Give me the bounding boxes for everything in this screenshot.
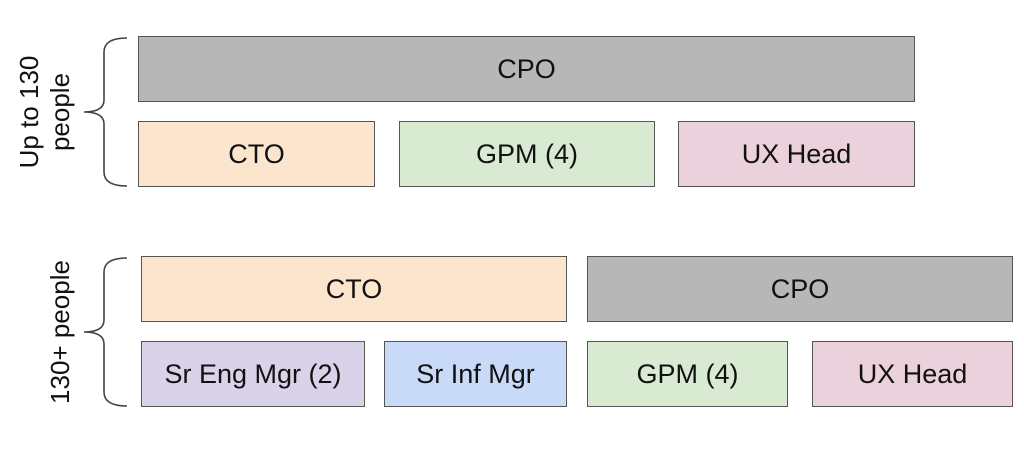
gpm-box-large: GPM (4)	[587, 341, 788, 407]
ux-head-box: UX Head	[678, 121, 915, 187]
group-label-130-plus: 130+ people	[45, 242, 77, 422]
sr-eng-mgr-label: Sr Eng Mgr (2)	[164, 358, 342, 389]
ux-head-label: UX Head	[741, 138, 852, 169]
ux-head-label-large: UX Head	[857, 358, 968, 389]
cto-label: CTO	[228, 138, 285, 169]
sr-inf-mgr-label: Sr Inf Mgr	[416, 358, 535, 389]
group-label-up-to-130: Up to 130 people	[14, 42, 76, 182]
cto-box-large: CTO	[141, 256, 567, 322]
cpo-label-large: CPO	[770, 273, 830, 304]
group-label-text: 130+ people	[45, 260, 75, 404]
brace-large-group	[83, 257, 128, 407]
cto-label-large: CTO	[325, 273, 383, 304]
gpm-box: GPM (4)	[399, 121, 655, 187]
sr-eng-mgr-box: Sr Eng Mgr (2)	[141, 341, 365, 407]
cto-box: CTO	[138, 121, 375, 187]
brace-small-group	[83, 37, 128, 187]
sr-inf-mgr-box: Sr Inf Mgr	[384, 341, 567, 407]
gpm-label-large: GPM (4)	[636, 358, 739, 389]
group-label-line2: people	[45, 72, 75, 152]
ux-head-box-large: UX Head	[812, 341, 1013, 407]
cpo-box-large: CPO	[587, 256, 1013, 322]
gpm-label: GPM (4)	[475, 138, 578, 169]
cpo-box: CPO	[138, 36, 915, 102]
group-label-line1: Up to 130	[14, 55, 44, 169]
cpo-label: CPO	[497, 53, 556, 84]
